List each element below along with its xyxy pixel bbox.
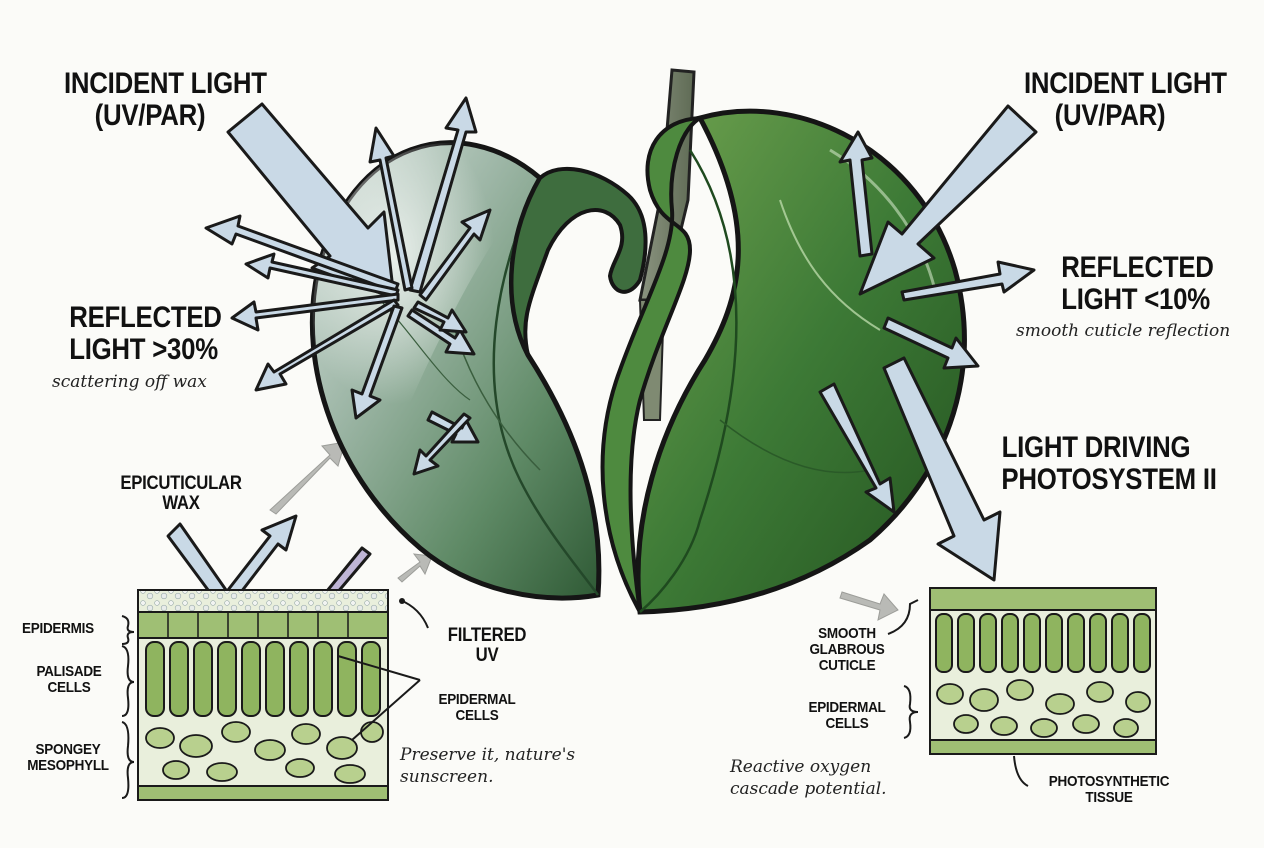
- waxy-leaf: [309, 140, 648, 601]
- filtered-uv-label: FILTERED UV: [447, 625, 527, 666]
- leader-lines: [121, 599, 1029, 799]
- photosynthetic-tissue-label: PHOTOSYNTHETIC TISSUE: [1048, 773, 1170, 806]
- left-reflected-light-label: REFLECTED LIGHT >30%: [69, 301, 222, 366]
- right-reflected-note: smooth cuticle reflection: [1016, 321, 1231, 341]
- right-reflected-light-label: REFLECTED LIGHT <10%: [1061, 251, 1214, 316]
- epidermis-label: EPIDERMIS: [22, 620, 94, 637]
- smooth-glabrous-cuticle-label: SMOOTH GLABROUS CUTICLE: [809, 625, 885, 674]
- left-epidermal-cells-label: EPIDERMAL CELLS: [438, 691, 516, 724]
- left-reflected-note: scattering off wax: [52, 372, 207, 392]
- right-incident-light-label: INCIDENT LIGHT (UV/PAR): [1024, 67, 1227, 132]
- light-driving-photosystem-label: LIGHT DRIVING PHOTOSYSTEM II: [1001, 431, 1217, 496]
- epicuticular-wax-label: EPICUTICULAR WAX: [120, 473, 242, 514]
- left-incident-light-label: INCIDENT LIGHT (UV/PAR): [64, 67, 267, 132]
- right-cross-section: [929, 587, 1157, 755]
- grey-process-arrows: [269, 441, 899, 621]
- right-epidermal-cells-label: EPIDERMAL CELLS: [808, 699, 886, 732]
- right-bottom-note: Reactive oxygen cascade potential.: [730, 757, 887, 800]
- palisade-cells-label: PALISADE CELLS: [36, 663, 102, 696]
- filtered-uv-dot: [399, 598, 405, 604]
- left-bottom-note: Preserve it, nature's sunscreen.: [400, 745, 576, 788]
- left-light-arrows: [166, 96, 492, 600]
- left-cross-section: [137, 589, 389, 801]
- spongey-mesophyll-label: SPONGEY MESOPHYLL: [27, 741, 109, 774]
